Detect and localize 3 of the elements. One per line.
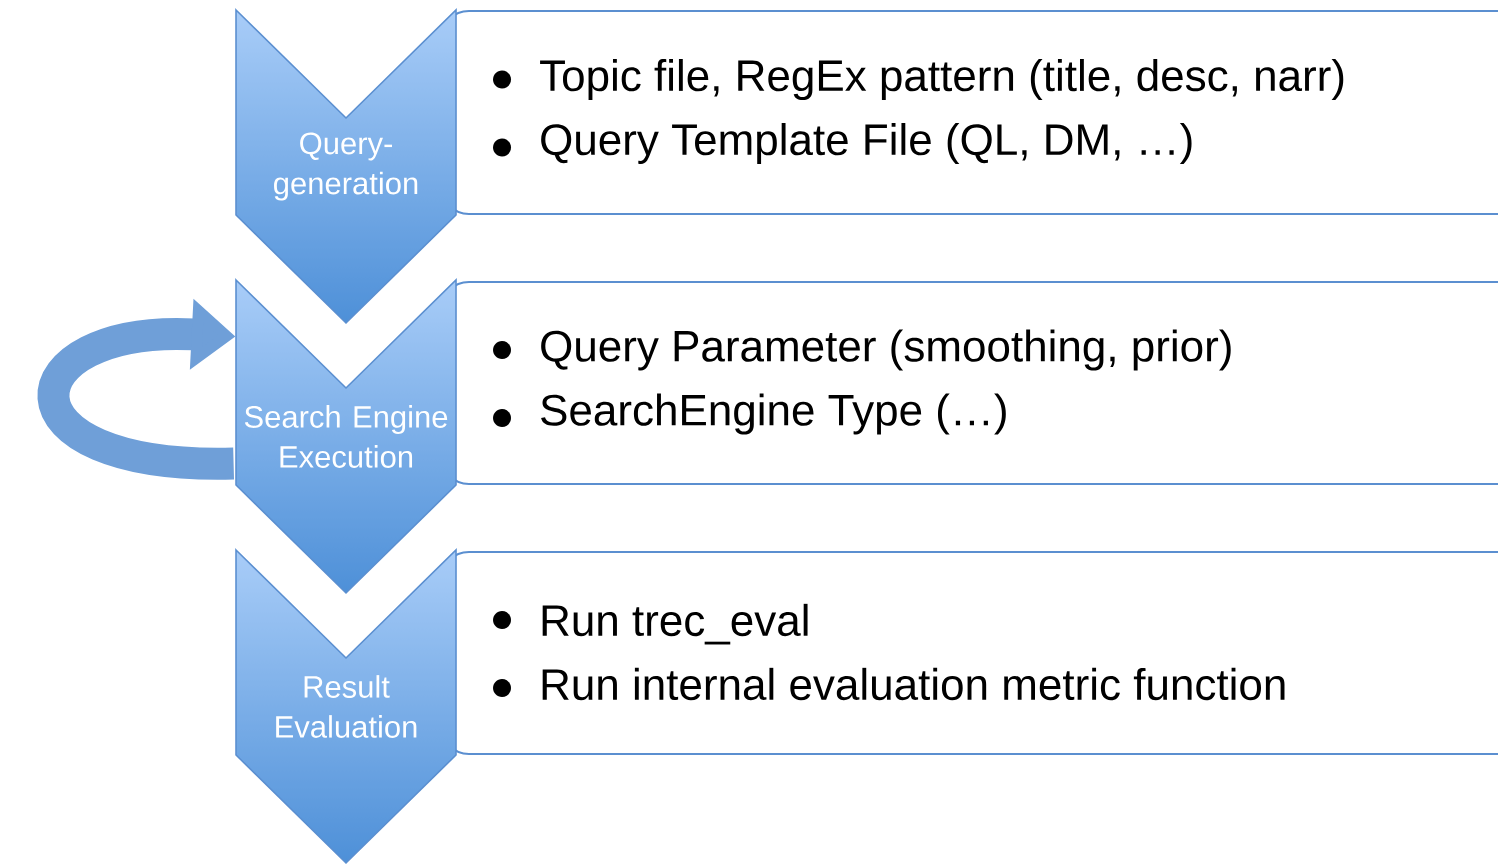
chevron-box: Query-generation bbox=[235, 8, 457, 325]
chevron-box: Search Engine Execution bbox=[235, 278, 457, 595]
chevron-box: Result Evaluation bbox=[235, 548, 457, 865]
